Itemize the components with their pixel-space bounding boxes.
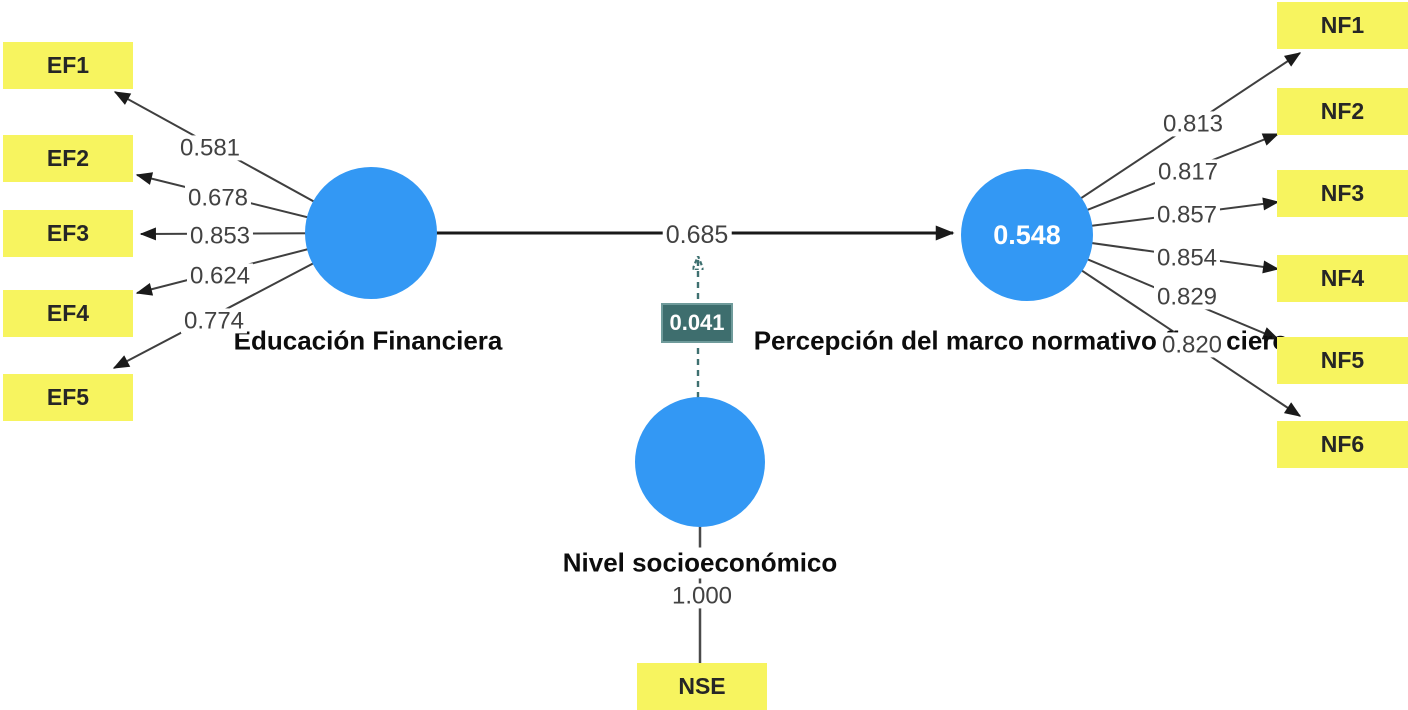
loading-value-nf5: 0.829 (1153, 284, 1221, 310)
indicator-nf5: NF5 (1277, 337, 1408, 384)
indicator-ef5: EF5 (3, 374, 133, 421)
latent-label-educacion-financiera: Educación Financiera (233, 325, 503, 356)
latent-label-nivel-socioeconomico: Nivel socioeconómico (559, 547, 841, 579)
loading-value-ef3: 0.853 (186, 223, 254, 249)
indicator-nse: NSE (637, 663, 767, 710)
indicator-nf4: NF4 (1277, 255, 1408, 302)
latent-nivel-socioeconomico (635, 397, 765, 527)
moderation-coefficient-value: 0.041 (669, 310, 725, 335)
loading-value-nf6: 0.820 (1158, 332, 1226, 358)
indicator-ef4: EF4 (3, 290, 133, 337)
indicator-ef3: EF3 (3, 210, 133, 257)
indicator-ef1: EF1 (3, 42, 133, 89)
indicator-nf3: NF3 (1277, 170, 1408, 217)
r2-value: 0.548 (993, 219, 1061, 250)
moderation-coefficient-box: 0.041 (661, 303, 733, 343)
latent-percepcion-marco-normativo: 0.548 (961, 169, 1093, 301)
loading-value-ef1: 0.581 (176, 135, 244, 161)
indicator-ef2: EF2 (3, 135, 133, 182)
latent-educacion-financiera (305, 167, 437, 299)
loading-value-nf4: 0.854 (1153, 245, 1221, 271)
loading-value-ef5: 0.774 (180, 308, 248, 334)
loading-value-ef4: 0.624 (186, 263, 254, 289)
loading-value-nf1: 0.813 (1159, 111, 1227, 137)
indicator-nf2: NF2 (1277, 88, 1408, 135)
loading-value-nf2: 0.817 (1154, 159, 1222, 185)
path-coefficient-main: 0.685 (662, 222, 732, 248)
indicator-nf6: NF6 (1277, 421, 1408, 468)
loading-value-ef2: 0.678 (184, 185, 252, 211)
loading-value-nf3: 0.857 (1153, 202, 1221, 228)
indicator-nf1: NF1 (1277, 2, 1408, 49)
loading-value-nse: 1.000 (668, 583, 736, 609)
